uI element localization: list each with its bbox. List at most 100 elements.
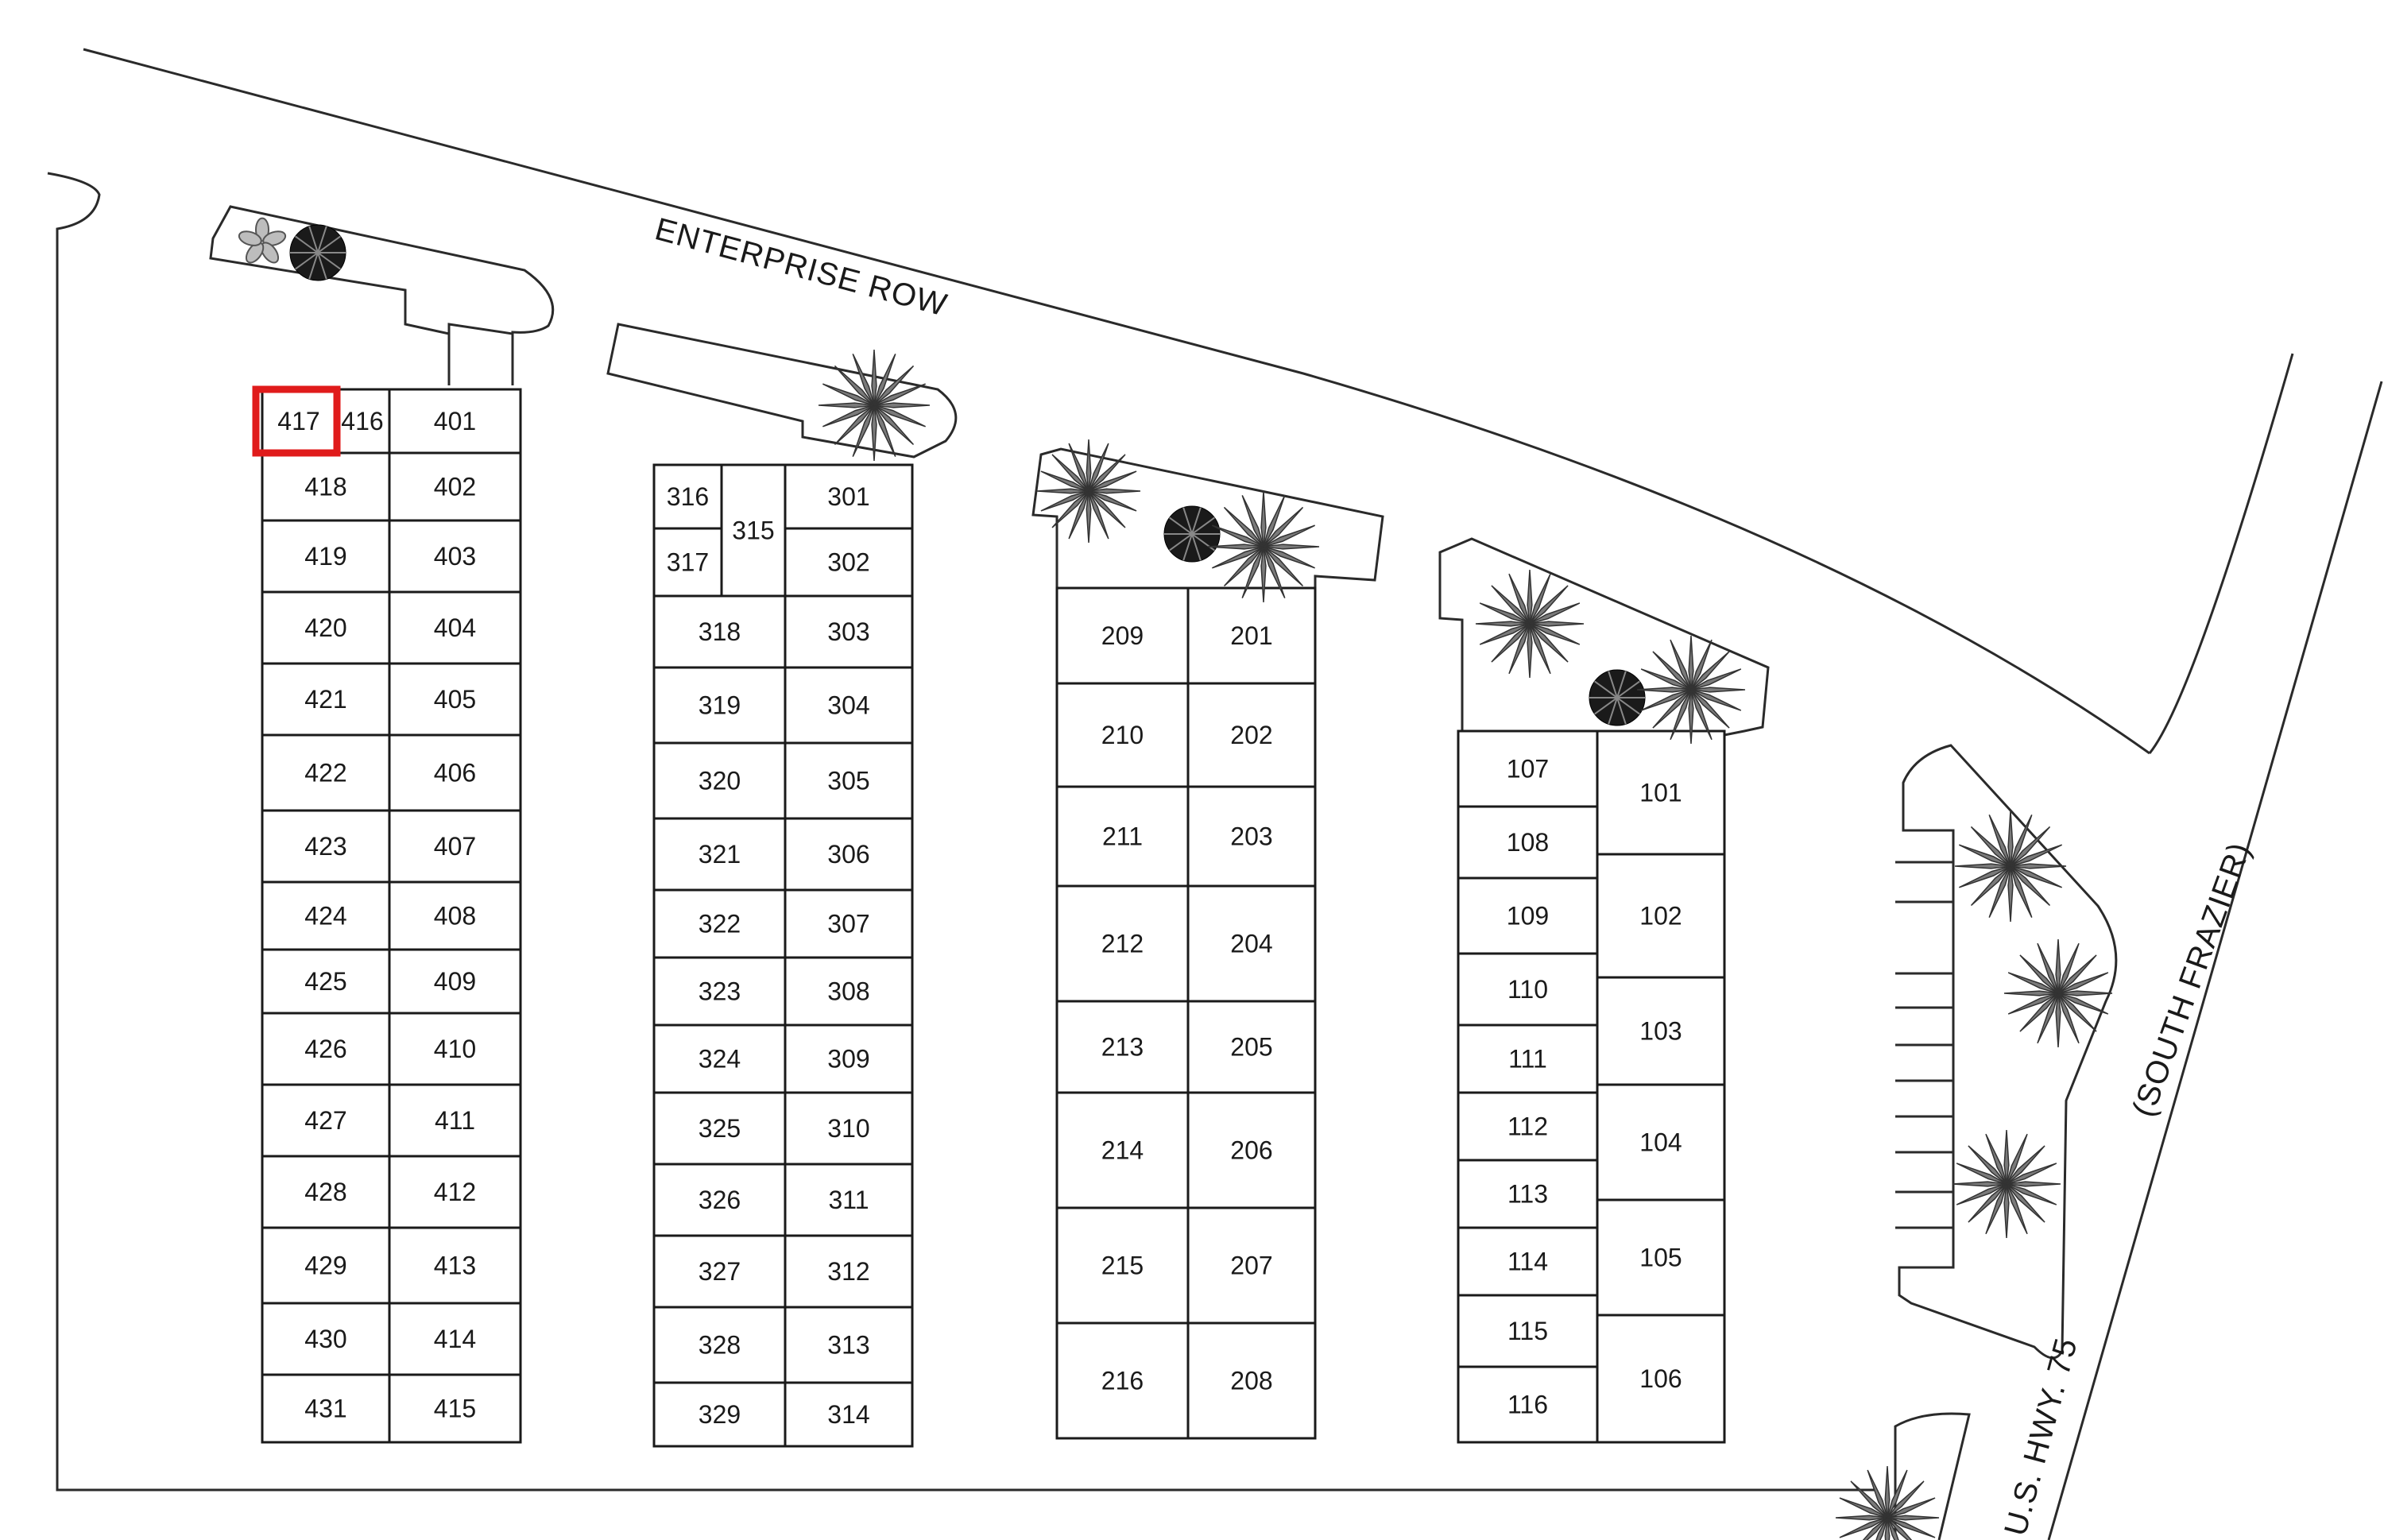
unit-box[interactable] — [652, 1163, 787, 1237]
unit-309[interactable]: 309 — [784, 1023, 914, 1094]
unit-box[interactable] — [261, 1083, 391, 1158]
unit-box[interactable] — [1596, 729, 1726, 856]
unit-box[interactable] — [1186, 586, 1317, 685]
unit-box[interactable] — [388, 880, 522, 951]
unit-328[interactable]: 328 — [652, 1306, 787, 1384]
unit-box[interactable] — [1596, 1083, 1726, 1201]
unit-421[interactable]: 421 — [261, 662, 391, 737]
unit-box[interactable] — [261, 590, 391, 665]
unit-206[interactable]: 206 — [1186, 1091, 1317, 1209]
unit-box[interactable] — [652, 666, 787, 745]
unit-316[interactable]: 316 — [652, 463, 723, 530]
unit-box[interactable] — [1055, 1091, 1190, 1209]
unit-box[interactable] — [261, 948, 391, 1015]
unit-205[interactable]: 205 — [1186, 1000, 1317, 1094]
unit-box[interactable] — [1596, 853, 1726, 979]
unit-429[interactable]: 429 — [261, 1226, 391, 1305]
unit-320[interactable]: 320 — [652, 741, 787, 820]
unit-box[interactable] — [261, 1302, 391, 1376]
unit-box[interactable] — [1457, 1365, 1599, 1444]
unit-407[interactable]: 407 — [388, 809, 522, 884]
unit-213[interactable]: 213 — [1055, 1000, 1190, 1094]
unit-311[interactable]: 311 — [784, 1163, 914, 1237]
unit-418[interactable]: 418 — [261, 451, 391, 522]
unit-404[interactable]: 404 — [388, 590, 522, 665]
unit-113[interactable]: 113 — [1457, 1159, 1599, 1229]
unit-312[interactable]: 312 — [784, 1234, 914, 1309]
unit-405[interactable]: 405 — [388, 662, 522, 737]
unit-box[interactable] — [1186, 785, 1317, 888]
unit-box[interactable] — [261, 662, 391, 737]
unit-box[interactable] — [388, 662, 522, 737]
unit-box[interactable] — [1055, 682, 1190, 788]
unit-box[interactable] — [1457, 952, 1599, 1027]
unit-307[interactable]: 307 — [784, 888, 914, 959]
unit-box[interactable] — [1186, 1321, 1317, 1440]
unit-box[interactable] — [1457, 1091, 1599, 1162]
unit-114[interactable]: 114 — [1457, 1226, 1599, 1297]
unit-box[interactable] — [1186, 682, 1317, 788]
unit-313[interactable]: 313 — [784, 1306, 914, 1384]
unit-108[interactable]: 108 — [1457, 805, 1599, 880]
unit-box[interactable] — [1596, 1314, 1726, 1444]
unit-116[interactable]: 116 — [1457, 1365, 1599, 1444]
unit-box[interactable] — [261, 1226, 391, 1305]
unit-419[interactable]: 419 — [261, 519, 391, 594]
unit-201[interactable]: 201 — [1186, 586, 1317, 685]
unit-207[interactable]: 207 — [1186, 1206, 1317, 1325]
unit-box[interactable] — [1055, 586, 1190, 685]
unit-203[interactable]: 203 — [1186, 785, 1317, 888]
unit-box[interactable] — [1457, 1294, 1599, 1368]
unit-box[interactable] — [388, 590, 522, 665]
unit-212[interactable]: 212 — [1055, 884, 1190, 1003]
unit-box[interactable] — [1457, 1159, 1599, 1229]
unit-215[interactable]: 215 — [1055, 1206, 1190, 1325]
unit-box[interactable] — [388, 451, 522, 522]
unit-303[interactable]: 303 — [784, 594, 914, 669]
unit-box[interactable] — [261, 1155, 391, 1229]
unit-323[interactable]: 323 — [652, 956, 787, 1027]
unit-431[interactable]: 431 — [261, 1373, 391, 1444]
unit-211[interactable]: 211 — [1055, 785, 1190, 888]
unit-319[interactable]: 319 — [652, 666, 787, 745]
unit-box[interactable] — [784, 527, 914, 598]
unit-box[interactable] — [388, 1226, 522, 1305]
unit-325[interactable]: 325 — [652, 1091, 787, 1166]
unit-box[interactable] — [388, 948, 522, 1015]
unit-401[interactable]: 401 — [388, 388, 522, 455]
unit-305[interactable]: 305 — [784, 741, 914, 820]
unit-box[interactable] — [652, 527, 723, 598]
unit-101[interactable]: 101 — [1596, 729, 1726, 856]
unit-402[interactable]: 402 — [388, 451, 522, 522]
unit-box[interactable] — [261, 1373, 391, 1444]
unit-box[interactable] — [1596, 976, 1726, 1086]
unit-413[interactable]: 413 — [388, 1226, 522, 1305]
unit-box[interactable] — [1457, 1226, 1599, 1297]
unit-box[interactable] — [784, 741, 914, 820]
unit-box[interactable] — [388, 1083, 522, 1158]
unit-box[interactable] — [1186, 884, 1317, 1003]
unit-box[interactable] — [1186, 1091, 1317, 1209]
unit-box[interactable] — [784, 1306, 914, 1384]
unit-411[interactable]: 411 — [388, 1083, 522, 1158]
unit-box[interactable] — [388, 519, 522, 594]
unit-204[interactable]: 204 — [1186, 884, 1317, 1003]
unit-box[interactable] — [1055, 1000, 1190, 1094]
unit-box[interactable] — [1457, 729, 1599, 808]
unit-box[interactable] — [784, 1163, 914, 1237]
unit-428[interactable]: 428 — [261, 1155, 391, 1229]
unit-306[interactable]: 306 — [784, 817, 914, 892]
unit-110[interactable]: 110 — [1457, 952, 1599, 1027]
unit-202[interactable]: 202 — [1186, 682, 1317, 788]
unit-104[interactable]: 104 — [1596, 1083, 1726, 1201]
unit-208[interactable]: 208 — [1186, 1321, 1317, 1440]
unit-210[interactable]: 210 — [1055, 682, 1190, 788]
unit-box[interactable] — [388, 809, 522, 884]
unit-324[interactable]: 324 — [652, 1023, 787, 1094]
unit-209[interactable]: 209 — [1055, 586, 1190, 685]
unit-106[interactable]: 106 — [1596, 1314, 1726, 1444]
unit-box[interactable] — [784, 888, 914, 959]
unit-314[interactable]: 314 — [784, 1381, 914, 1448]
unit-102[interactable]: 102 — [1596, 853, 1726, 979]
unit-box[interactable] — [784, 956, 914, 1027]
